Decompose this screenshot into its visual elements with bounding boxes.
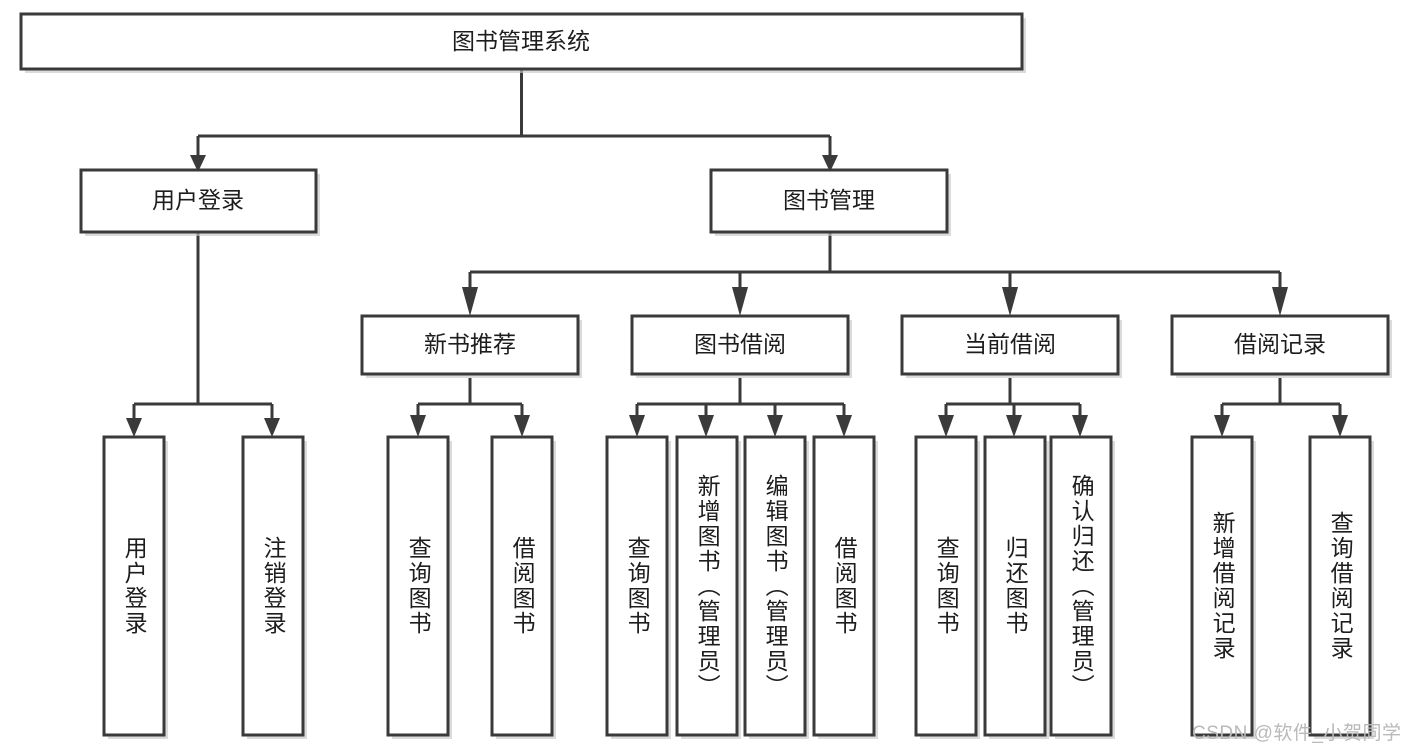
node-book-management-label: 图书管理: [783, 187, 875, 213]
node-leaf-query-record-box[interactable]: [1308, 435, 1372, 737]
node-root-box[interactable]: [19, 12, 1024, 71]
node-leaf-add-book-box[interactable]: [675, 435, 739, 737]
arrow-head-borrow-record: [1272, 287, 1288, 316]
node-leaf-borrow-book-2-box[interactable]: [812, 435, 876, 737]
arrow-head-user-login: [190, 155, 206, 172]
node-borrow-record-box[interactable]: [1170, 314, 1390, 376]
node-book-borrow-box[interactable]: [630, 314, 850, 376]
csdn-watermark: CSDN @软件_小贺同学: [1192, 723, 1402, 744]
arrow-head-leaf-edit-book: [767, 415, 783, 437]
arrow-head-leaf-logout-login: [264, 418, 280, 437]
node-leaf-return-book-box[interactable]: [983, 435, 1047, 737]
arrow-head-leaf-add-book: [698, 415, 714, 437]
arrow-head-leaf-query-book-2: [629, 415, 645, 437]
node-current-borrow-label: 当前借阅: [964, 331, 1056, 357]
node-leaf-query-book-3-box[interactable]: [914, 435, 978, 737]
arrow-head-book-management: [822, 155, 838, 172]
node-leaf-add-record-box[interactable]: [1190, 435, 1254, 737]
node-book-borrow-label: 图书借阅: [694, 331, 786, 357]
node-leaf-edit-book-box[interactable]: [743, 435, 807, 737]
arrow-head-leaf-query-book-1: [410, 415, 426, 437]
arrow-head-new-book-recommend: [462, 287, 478, 316]
node-leaf-logout-login-box[interactable]: [241, 435, 305, 737]
node-new-book-recommend-label: 新书推荐: [424, 331, 516, 357]
connector-group: [126, 69, 1348, 437]
node-leaf-query-book-2-box[interactable]: [605, 435, 669, 737]
node-borrow-record-label: 借阅记录: [1234, 331, 1326, 357]
arrow-head-leaf-query-book-3: [938, 415, 954, 437]
arrow-head-leaf-borrow-book-1: [514, 415, 530, 437]
arrow-head-leaf-add-record: [1214, 415, 1230, 437]
arrow-head-current-borrow: [1002, 287, 1018, 316]
arrow-head-leaf-confirm-return: [1072, 415, 1088, 437]
node-book-management-box[interactable]: [709, 168, 949, 234]
node-group: 图书管理系统 用户登录 图书管理 新书推荐 图书借阅 当前借阅 借阅记录: [19, 12, 1392, 739]
arrow-head-leaf-borrow-book-2: [836, 415, 852, 437]
node-leaf-user-login-box[interactable]: [102, 435, 166, 737]
node-leaf-query-book-1-box[interactable]: [386, 435, 450, 737]
node-new-book-recommend-box[interactable]: [360, 314, 580, 376]
node-current-borrow-box[interactable]: [900, 314, 1120, 376]
arrow-head-leaf-query-record: [1332, 415, 1348, 437]
arrow-head-leaf-user-login: [126, 418, 142, 437]
node-root-label: 图书管理系统: [452, 28, 590, 54]
arrow-head-book-borrow: [732, 287, 748, 316]
node-leaf-borrow-book-1-box[interactable]: [490, 435, 554, 737]
node-leaf-confirm-return-box[interactable]: [1049, 435, 1113, 737]
arrow-head-leaf-return-book: [1006, 415, 1022, 437]
node-user-login-box[interactable]: [79, 168, 318, 234]
node-user-login-label: 用户登录: [152, 187, 244, 213]
